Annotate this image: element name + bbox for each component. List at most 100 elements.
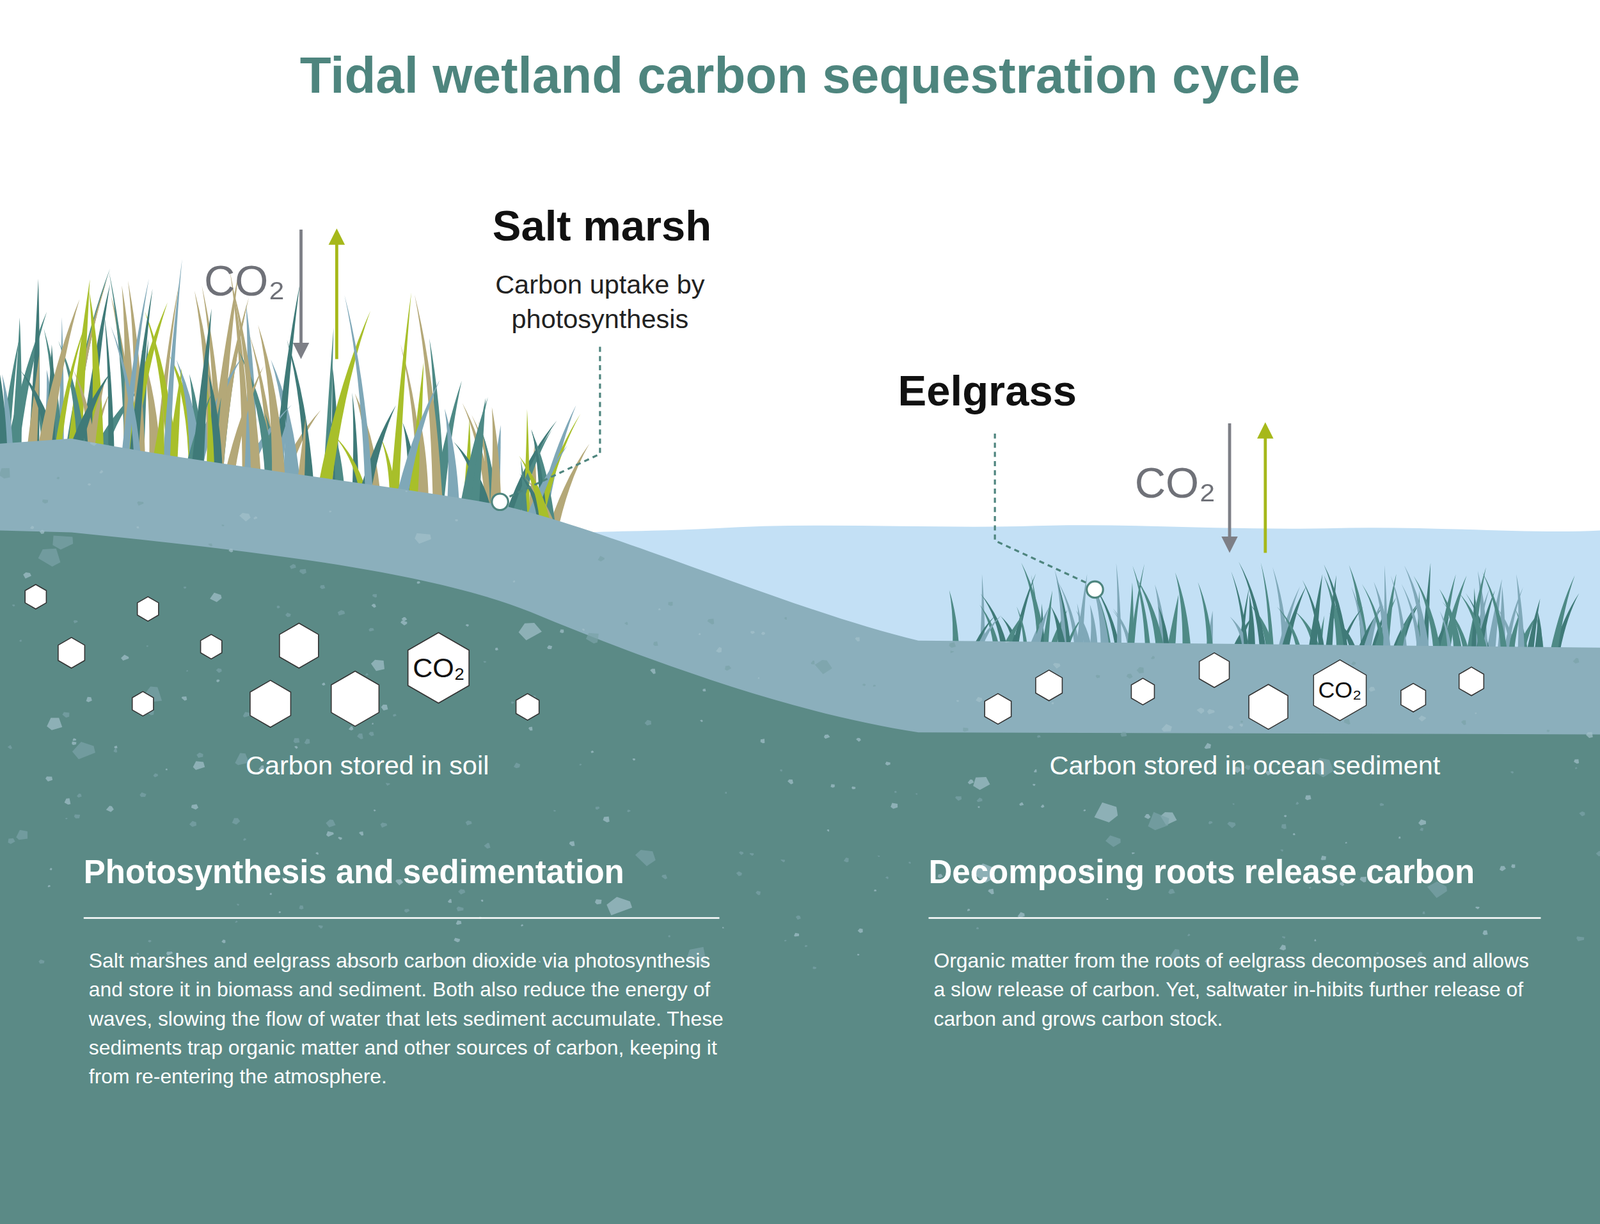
soil-speck [1573, 658, 1580, 665]
soil-speck [504, 443, 508, 447]
soil-speck [1120, 731, 1127, 737]
soil-speck [216, 680, 220, 683]
soil-speck [1037, 735, 1041, 739]
soil-speck [1203, 743, 1212, 750]
soil-speck [1573, 759, 1579, 764]
soil-speck [392, 713, 397, 717]
soil-speck [308, 457, 320, 466]
soil-speck [7, 838, 15, 845]
soil-speck [371, 603, 376, 608]
soil-speck [1033, 769, 1038, 773]
soil-speck [209, 593, 222, 603]
soil-speck [1097, 453, 1100, 456]
soil-speck [805, 467, 817, 476]
soil-speck [1182, 544, 1188, 549]
soil-speck [1436, 458, 1458, 474]
soil-speck [56, 477, 60, 480]
soil-speck [1409, 616, 1413, 618]
carbon-hexagon [1131, 678, 1155, 705]
soil-speck [1206, 619, 1212, 624]
soil-speck [228, 548, 233, 553]
soil-speck [699, 719, 704, 723]
soil-speck [99, 470, 103, 474]
soil-speck [967, 779, 975, 785]
soil-speck [750, 631, 755, 635]
soil-speck [857, 928, 864, 934]
hexagon-shape [408, 633, 470, 704]
soil-speck [405, 490, 408, 493]
soil-speck [136, 501, 144, 507]
soil-speck [1196, 707, 1204, 714]
soil-speck [702, 689, 706, 692]
soil-speck [1576, 936, 1585, 942]
soil-speck [595, 806, 601, 810]
soil-speck [269, 893, 272, 896]
soil-speck [738, 851, 744, 856]
co2-label: CO₂ [1134, 459, 1238, 507]
soil-speck [779, 769, 783, 773]
soil-speck [146, 645, 149, 648]
soil-speck [1379, 803, 1384, 807]
soil-speck [511, 701, 515, 705]
soil-speck [784, 940, 787, 943]
soil-speck [1499, 866, 1506, 872]
soil-speck [697, 633, 701, 636]
eelgrass-blade [1550, 575, 1576, 654]
soil-speck [1281, 823, 1287, 830]
soil-speck [658, 479, 665, 484]
soil-speck [1280, 849, 1284, 853]
soil-speck [46, 717, 63, 730]
soil-speck [1094, 802, 1119, 823]
soil-speck [1083, 809, 1086, 812]
soil-speck [1594, 568, 1597, 571]
soil-speck [959, 550, 964, 555]
soil-speck [793, 933, 800, 938]
soil-speck [65, 818, 68, 820]
soil-speck [518, 623, 542, 641]
upper-sediment [0, 438, 1600, 1224]
soil-speck [1575, 767, 1578, 770]
soil-speck [1232, 803, 1235, 806]
eelgrass-blade [1260, 562, 1275, 654]
soil-speck [1422, 911, 1425, 915]
grass-blade [110, 326, 142, 462]
eelgrass-blade [1323, 575, 1345, 654]
soil-speck [76, 793, 82, 798]
soil-speck [757, 677, 760, 680]
soil-speck [189, 821, 197, 828]
soil-speck [934, 481, 940, 487]
carbon-hexagon [516, 694, 540, 721]
soil-speck [885, 761, 891, 766]
soil-speck [1207, 709, 1215, 715]
soil-speck [1595, 554, 1600, 558]
soil-speck [649, 669, 656, 675]
soil-speck [779, 450, 801, 467]
eelgrass-blade [1516, 574, 1525, 654]
soil-speck [1510, 771, 1514, 775]
soil-speck [1315, 462, 1324, 470]
soil-speck [1017, 912, 1025, 919]
eelgrass-blade [1230, 571, 1249, 653]
soil-speck [950, 543, 954, 546]
soil-speck [1539, 568, 1547, 575]
soil-speck [243, 712, 251, 718]
soil-speck [447, 899, 452, 904]
soil-speck [877, 855, 881, 858]
carbon-hexagon [1459, 667, 1485, 697]
soil-speck [165, 768, 168, 771]
soil-speck [1418, 715, 1426, 723]
soil-speck [1292, 833, 1296, 837]
soil-speck [586, 633, 599, 645]
grass-blade [232, 285, 262, 480]
soil-speck [976, 486, 982, 490]
title: Tidal wetland carbon sequestration cycle [0, 46, 1600, 105]
soil-speck [843, 857, 849, 863]
soil-speck [578, 763, 582, 766]
eelgrass-heading: Eelgrass [898, 367, 1164, 415]
soil-speck [1240, 720, 1244, 724]
soil-speck [253, 516, 258, 521]
soil-speck [1528, 474, 1533, 478]
soil-speck [113, 745, 118, 749]
soil-speck [1395, 534, 1401, 539]
soil-speck [385, 783, 391, 786]
